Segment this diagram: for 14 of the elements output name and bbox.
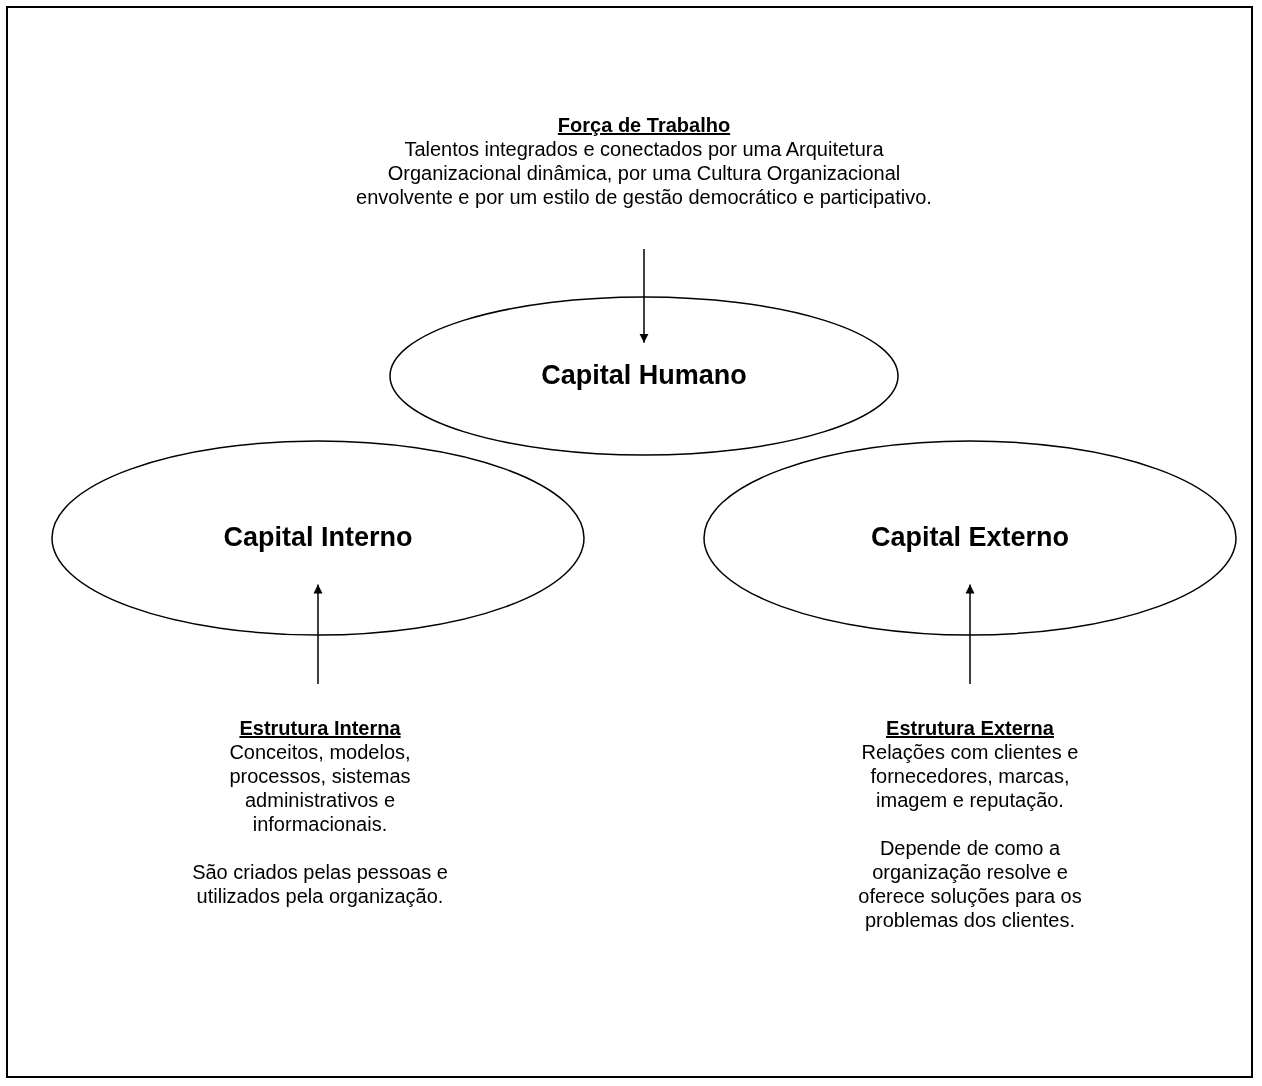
description-text: Talentos integrados e conectados por uma Arquitetura Organizacional dinâmica, por uma Cultura Organizacional envolvente e por um estilo de gestão democrático e participativo.: [356, 138, 932, 208]
heading: Estrutura Interna: [239, 716, 401, 740]
description-text: Relações com clientes e fornecedores, marcas, imagem e reputação.: [861, 741, 1079, 811]
ellipse-title: Capital Humano: [541, 360, 747, 390]
description-text: Depende de como a organização resolve e oferece soluções para os problemas dos clientes.: [858, 837, 1082, 931]
description-text: Conceitos, modelos, processos, sistemas administrativos e informacionais.: [229, 741, 411, 835]
arrow: [313, 583, 323, 685]
arrow: [965, 583, 975, 685]
arrow: [639, 248, 649, 344]
ellipse-title: Capital Interno: [223, 522, 413, 552]
heading: Força de Trabalho: [557, 113, 731, 137]
description-text: São criados pelas pessoas e utilizados pela organização.: [192, 861, 448, 907]
heading: Estrutura Externa: [886, 716, 1054, 740]
ellipse-title: Capital Externo: [870, 522, 1069, 552]
